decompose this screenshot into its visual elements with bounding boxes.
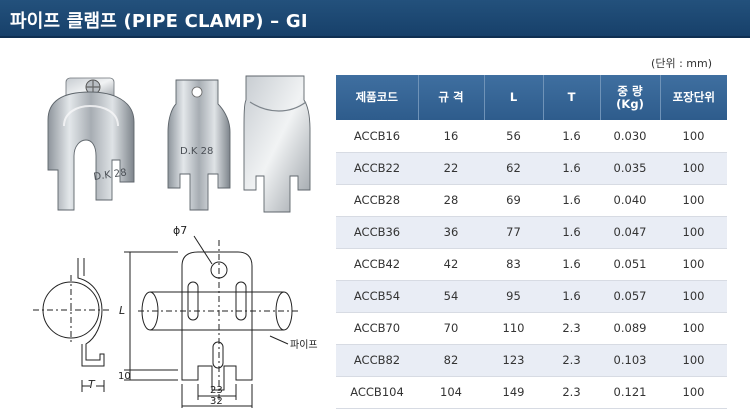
- cell-weight: 0.089: [600, 312, 660, 345]
- cell-t: 1.6: [543, 152, 600, 185]
- table-row: ACCB22 22 62 1.6 0.035 100: [336, 152, 727, 185]
- cell-pack: 100: [660, 120, 727, 153]
- cell-t: 2.3: [543, 312, 600, 345]
- cell-code: ACCB54: [336, 280, 418, 313]
- technical-drawing: ϕ7 파이프 L 10 T 23 32: [8, 220, 328, 416]
- cell-code: ACCB16: [336, 120, 418, 153]
- cell-t: 2.3: [543, 344, 600, 377]
- cell-size: 22: [418, 152, 484, 185]
- cell-size: 54: [418, 280, 484, 313]
- table-row: ACCB42 42 83 1.6 0.051 100: [336, 248, 727, 281]
- product-photos: D.K 28 D.K 28: [8, 60, 328, 230]
- cell-size: 36: [418, 216, 484, 249]
- cell-t: 1.6: [543, 280, 600, 313]
- cell-l: 62: [484, 152, 543, 185]
- table-row: ACCB82 82 123 2.3 0.103 100: [336, 344, 727, 377]
- cell-t: 1.6: [543, 120, 600, 153]
- page-header: 파이프 클램프 (PIPE CLAMP) – GI: [0, 0, 750, 38]
- header-t: T: [543, 75, 601, 120]
- cell-t: 1.6: [543, 248, 600, 281]
- cell-pack: 100: [660, 152, 727, 185]
- phi-label: ϕ7: [173, 224, 187, 237]
- cell-pack: 100: [660, 280, 727, 313]
- cell-weight: 0.121: [600, 376, 660, 409]
- cell-l: 69: [484, 184, 543, 217]
- cell-l: 110: [484, 312, 543, 345]
- header-weight-label: 중 량: [617, 83, 643, 98]
- table-row: ACCB16 16 56 1.6 0.030 100: [336, 120, 727, 153]
- dim-10-label: 10: [118, 371, 131, 382]
- header-weight: 중 량 (Kg): [600, 75, 661, 120]
- cell-l: 56: [484, 120, 543, 153]
- cell-weight: 0.103: [600, 344, 660, 377]
- cell-weight: 0.040: [600, 184, 660, 217]
- cell-size: 42: [418, 248, 484, 281]
- cell-size: 70: [418, 312, 484, 345]
- header-size: 규 격: [418, 75, 485, 120]
- clamp-half-front: D.K 28: [167, 79, 231, 211]
- cell-weight: 0.035: [600, 152, 660, 185]
- dim-32-label: 32: [210, 396, 223, 407]
- cell-pack: 100: [660, 376, 727, 409]
- cell-weight: 0.051: [600, 248, 660, 281]
- cell-l: 77: [484, 216, 543, 249]
- clamp-stamp-text: D.K 28: [180, 146, 213, 157]
- cell-weight: 0.057: [600, 280, 660, 313]
- cell-pack: 100: [660, 312, 727, 345]
- cell-code: ACCB70: [336, 312, 418, 345]
- cell-pack: 100: [660, 184, 727, 217]
- pipe-label: 파이프: [290, 339, 318, 351]
- cell-pack: 100: [660, 344, 727, 377]
- cell-pack: 100: [660, 248, 727, 281]
- clamp-half-side: [243, 75, 311, 213]
- cell-size: 104: [418, 376, 484, 409]
- header-weight-unit: (Kg): [616, 96, 644, 111]
- assembled-clamp: D.K 28: [47, 77, 135, 211]
- spec-table: 제품코드 규 격 L T 중 량 (Kg) 포장단위 ACCB16 16 56 …: [336, 75, 727, 409]
- header-pack: 포장단위: [660, 75, 727, 120]
- svg-text:D.K 28: D.K 28: [93, 167, 128, 183]
- table-row: ACCB54 54 95 1.6 0.057 100: [336, 280, 727, 313]
- header-l: L: [484, 75, 544, 120]
- dim-23-label: 23: [210, 385, 223, 396]
- side-view: [33, 258, 110, 392]
- cell-pack: 100: [660, 216, 727, 249]
- cell-t: 2.3: [543, 376, 600, 409]
- page-title: 파이프 클램프 (PIPE CLAMP) – GI: [10, 11, 308, 32]
- table-row: ACCB36 36 77 1.6 0.047 100: [336, 216, 727, 249]
- cell-weight: 0.030: [600, 120, 660, 153]
- dim-t-label: T: [88, 378, 96, 391]
- header-code: 제품코드: [336, 75, 419, 120]
- cell-l: 123: [484, 344, 543, 377]
- table-row: ACCB104 104 149 2.3 0.121 100: [336, 376, 727, 409]
- cell-code: ACCB36: [336, 216, 418, 249]
- front-view: [124, 235, 298, 408]
- table-header-row: 제품코드 규 격 L T 중 량 (Kg) 포장단위: [336, 75, 727, 120]
- unit-note: (단위 : mm): [651, 57, 712, 70]
- cell-code: ACCB22: [336, 152, 418, 185]
- table-row: ACCB70 70 110 2.3 0.089 100: [336, 312, 727, 345]
- cell-l: 149: [484, 376, 543, 409]
- dim-l-label: L: [119, 304, 125, 317]
- cell-code: ACCB28: [336, 184, 418, 217]
- cell-t: 1.6: [543, 216, 600, 249]
- cell-l: 95: [484, 280, 543, 313]
- cell-l: 83: [484, 248, 543, 281]
- cell-t: 1.6: [543, 184, 600, 217]
- cell-size: 16: [418, 120, 484, 153]
- cell-code: ACCB104: [336, 376, 418, 409]
- cell-code: ACCB82: [336, 344, 418, 377]
- drawing-svg: ϕ7 파이프 L 10 T 23 32: [33, 224, 318, 408]
- table-row: ACCB28 28 69 1.6 0.040 100: [336, 184, 727, 217]
- cell-code: ACCB42: [336, 248, 418, 281]
- cell-size: 82: [418, 344, 484, 377]
- cell-size: 28: [418, 184, 484, 217]
- cell-weight: 0.047: [600, 216, 660, 249]
- clamp-photo-illustration: D.K 28 D.K 28: [47, 75, 311, 213]
